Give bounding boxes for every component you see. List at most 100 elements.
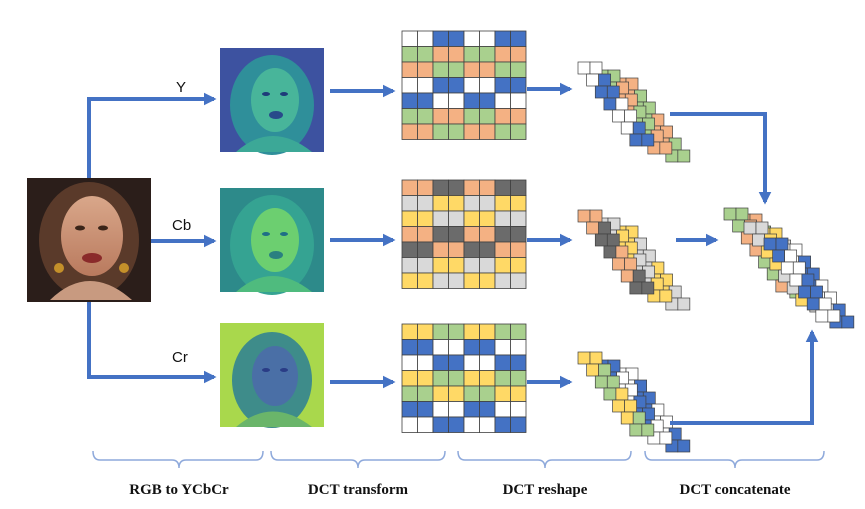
stack-cell [606,375,620,389]
dct-cell [448,210,465,227]
dct-cell [432,401,449,418]
stack-cell [612,399,625,413]
dct-cell [401,46,418,63]
dct-cell [401,257,418,274]
stack-cell [577,61,591,75]
dct-cell [494,46,511,63]
dct-cell [510,385,527,402]
stack-cell [594,233,608,247]
dct-cell [463,370,480,387]
stack-layer [577,61,655,147]
stack-cell [589,209,603,223]
dct-cell [479,195,496,212]
stack-cell [659,431,673,445]
stack-cell [659,289,673,303]
stack-cell [586,73,599,87]
dct-cell [417,61,434,78]
dct-cell [463,108,480,125]
stack-cell [763,237,777,251]
dct-cell [448,272,465,289]
dct-cell [510,339,527,356]
dct-cell [510,416,527,433]
dct-cell [432,257,449,274]
stack-cell [577,351,591,365]
dct-cell [479,179,496,196]
stack-cell [598,73,611,87]
bracket-dct-transform [270,450,446,469]
dct-cell [479,416,496,433]
dct-cell [463,226,480,243]
stack-layer [763,237,841,323]
dct-cell [463,92,480,109]
dct-cell [432,123,449,140]
stack-cell [755,221,769,235]
dct-cell [463,123,480,140]
dct-cell [448,195,465,212]
dct-cell [510,210,527,227]
dct-cell [494,123,511,140]
dct-cell [432,241,449,258]
concat-block-cr [763,237,855,329]
stack-cell [620,411,634,425]
face-y-channel-image [220,48,324,155]
dct-cell [510,77,527,94]
stack-cell [594,375,608,389]
dct-cell [494,339,511,356]
dct-cell [417,272,434,289]
dct-cell [510,354,527,371]
dct-cell [448,241,465,258]
dct-cell [463,323,480,340]
dct-transform-grids [401,30,527,433]
dct-cell [432,339,449,356]
bracket-rgb-to-ycbcr [92,450,264,469]
dct-cell [510,241,527,258]
dct-cell [494,354,511,371]
dct-cell [448,339,465,356]
dct-cell [448,370,465,387]
stage-brackets [92,450,825,469]
stack-cell [629,281,643,295]
dct-cell [417,226,434,243]
dct-cell [417,108,434,125]
stack-cell [798,285,811,299]
dct-cell [448,77,465,94]
dct-cell [494,385,511,402]
stack-cell [780,261,794,275]
dct-cell [479,226,496,243]
dct-cell [510,30,527,47]
stack-cell [615,387,629,401]
stack-cell [606,233,620,247]
dct-cell [494,108,511,125]
dct-stack-cr [577,351,691,453]
dct-cell [494,416,511,433]
dct-cell [417,416,434,433]
dct-cell [479,385,496,402]
stack-cell [598,221,611,235]
dct-cell [432,272,449,289]
stack-cell [735,207,749,221]
reshape-arrows [527,82,573,389]
stack-cell [801,273,815,287]
dct-cell [417,354,434,371]
dct-cell [401,323,418,340]
stage-label-dct-transform: DCT transform [308,482,409,498]
stack-cell [677,297,691,311]
dct-cell [401,195,418,212]
dct-cell [448,46,465,63]
dct-cell [417,30,434,47]
channel-label-cb: Cb [172,217,191,234]
dct-grid-y [401,30,527,140]
dct-cell [432,195,449,212]
dct-cell [494,210,511,227]
stack-cell [594,85,608,99]
dct-cell [463,272,480,289]
stage-label-dct-reshape: DCT reshape [503,482,588,498]
dct-cell [479,354,496,371]
stack-cell [589,351,603,365]
dct-cell [401,226,418,243]
dct-cell [448,123,465,140]
dct-cell [432,46,449,63]
dct-cell [510,401,527,418]
stack-cell [632,411,646,425]
dct-cell [432,385,449,402]
